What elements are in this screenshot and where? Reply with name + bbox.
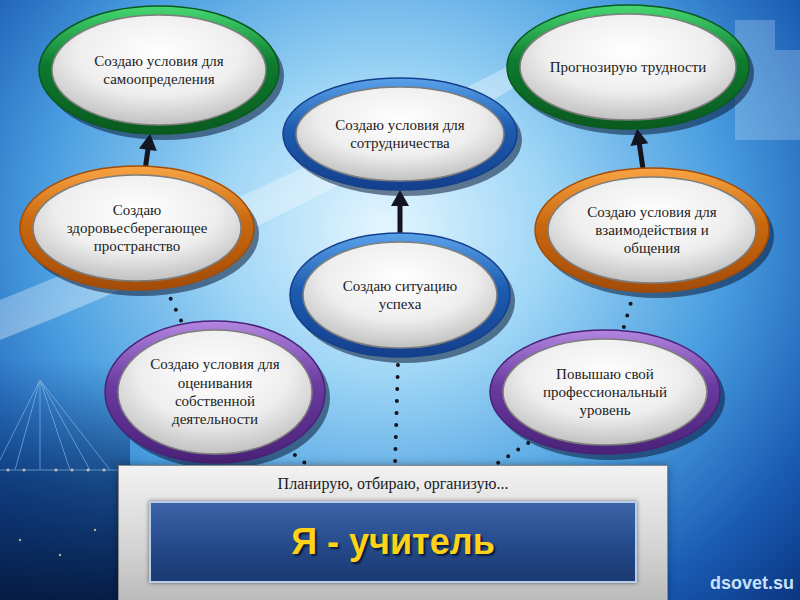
dotted-connector bbox=[624, 295, 633, 327]
oval-shape bbox=[104, 320, 326, 464]
oval-ring bbox=[20, 166, 254, 290]
arrow-line bbox=[398, 204, 403, 233]
oval-inner bbox=[118, 330, 312, 454]
dotted-line bbox=[498, 442, 529, 462]
oval-shape bbox=[289, 232, 511, 358]
watermark: dsovet.su bbox=[710, 573, 794, 594]
oval-inner bbox=[33, 175, 241, 281]
oval-inner bbox=[503, 339, 707, 445]
arrow-connector bbox=[391, 190, 409, 233]
oval-ring bbox=[490, 330, 720, 454]
oval-inner bbox=[548, 177, 756, 283]
oval-ring bbox=[39, 6, 279, 134]
dotted-line bbox=[167, 292, 181, 321]
node-text: Создаю условия для самоопределения bbox=[76, 52, 242, 89]
oval-ring bbox=[283, 78, 517, 190]
dotted-line bbox=[395, 361, 398, 461]
oval-node: Создаю здоровьесберегающее пространство bbox=[19, 165, 255, 291]
node-text: Создаю здоровьесберегающее пространство bbox=[56, 201, 218, 256]
oval-node: Создаю ситуацию успеха bbox=[289, 232, 511, 358]
oval-inner bbox=[520, 14, 736, 120]
dotted-connector bbox=[395, 361, 398, 461]
oval-node: Повышаю свой профессиональный уровень bbox=[489, 329, 721, 455]
dotted-line bbox=[624, 295, 633, 327]
oval-ring bbox=[507, 5, 749, 129]
oval-inner bbox=[52, 15, 266, 125]
city-lights bbox=[7, 469, 106, 557]
node-text: Создаю условия для взаимодействия и обще… bbox=[571, 203, 733, 258]
oval-node: Создаю условия для оценивания собственно… bbox=[104, 320, 326, 464]
oval-node: Создаю условия для самоопределения bbox=[38, 5, 280, 135]
oval-ring bbox=[105, 321, 325, 463]
oval-node: Создаю условия для сотрудничества bbox=[282, 77, 518, 191]
arrow-line bbox=[146, 148, 149, 166]
title-box: Я - учитель bbox=[149, 501, 637, 583]
node-text: Повышаю свой профессиональный уровень bbox=[526, 365, 685, 420]
dotted-connector bbox=[498, 442, 529, 462]
arrow-line bbox=[639, 143, 643, 169]
oval-node: Прогнозирую трудности bbox=[506, 4, 750, 130]
oval-ring bbox=[535, 168, 769, 292]
title-text: Я - учитель bbox=[291, 521, 495, 563]
node-text: Создаю ситуацию успеха bbox=[325, 277, 476, 314]
base-panel: Планирую, отбираю, организую... Я - учите… bbox=[118, 465, 668, 600]
dotted-connector bbox=[167, 292, 181, 321]
oval-shape bbox=[282, 77, 518, 191]
oval-inner bbox=[303, 242, 497, 348]
panel-text: Планирую, отбираю, организую... bbox=[119, 466, 667, 493]
oval-ring bbox=[290, 233, 510, 357]
oval-inner bbox=[296, 87, 504, 181]
oval-shape bbox=[38, 5, 280, 135]
node-text: Создаю условия для оценивания собственно… bbox=[140, 355, 291, 428]
oval-node: Создаю условия для взаимодействия и обще… bbox=[534, 167, 770, 293]
node-text: Прогнозирую трудности bbox=[544, 58, 712, 76]
node-text: Создаю условия для сотрудничества bbox=[319, 116, 481, 153]
